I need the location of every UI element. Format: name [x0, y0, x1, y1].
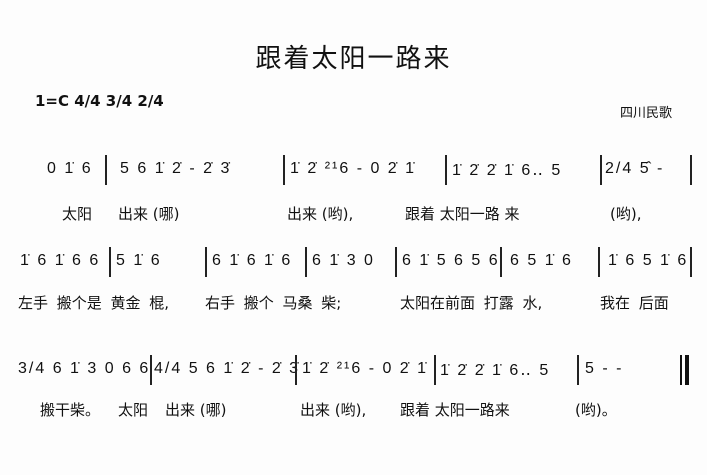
- measure: 1̇ 6 5 1̇ 6: [608, 252, 689, 269]
- barline: [295, 355, 297, 385]
- measure: 5 - -: [585, 360, 624, 377]
- lyric: 我在 后面: [600, 294, 669, 312]
- measure: 6 5 1̇ 6: [510, 252, 573, 269]
- lyric: (哟)。: [575, 401, 617, 419]
- measure: 6 1̇ 6 1̇ 6: [212, 252, 293, 269]
- key-signature: 1=C 4/4 3/4 2/4: [35, 92, 164, 110]
- barline: [690, 247, 692, 277]
- lyric: 出来 (哟),: [300, 401, 367, 419]
- measure: 6 1̇ 5 6 5 6: [402, 252, 500, 269]
- measure: 0 1̇ 6: [47, 160, 93, 177]
- final-barline-thick: [685, 355, 689, 385]
- measure: 2/4 5̂ -: [605, 160, 665, 177]
- lyric: 跟着 太阳一路来: [400, 401, 510, 419]
- measure: 5 1̇ 6: [116, 252, 162, 269]
- song-origin: 四川民歌: [620, 106, 673, 121]
- barline: [105, 155, 107, 185]
- measure: 6 1̇ 3 0: [312, 252, 375, 269]
- barline: [598, 247, 600, 277]
- barline: [109, 247, 111, 277]
- barline: [500, 247, 502, 277]
- song-title: 跟着太阳一路来: [255, 44, 452, 74]
- barline: [577, 355, 579, 385]
- measure: 3/4 6 1̇ 3 0 6 6: [18, 360, 151, 377]
- barline: [690, 155, 692, 185]
- lyric: 太阳在前面 打露 水,: [400, 294, 543, 312]
- lyric: 跟着 太阳一路 来: [405, 205, 520, 223]
- measure: 1̇ 2̇ ²¹6 - 0 2̇ 1̇: [302, 360, 429, 377]
- barline: [600, 155, 602, 185]
- lyric: 左手 搬个是 黄金 棍,: [18, 294, 170, 312]
- measure: 5 6 1̇ 2̇ - 2̇ 3̇: [120, 160, 232, 177]
- lyric: 太阳: [118, 401, 149, 419]
- lyric: 右手 搬个 马桑 柴;: [205, 294, 342, 312]
- barline: [434, 355, 436, 385]
- lyric: 搬干柴。: [40, 401, 101, 419]
- measure: 1̇ 2̇ 2̇ 1̇ 6‥ 5: [440, 362, 551, 379]
- barline: [283, 155, 285, 185]
- measure: 1̇ 6 1̇ 6 6: [20, 252, 101, 269]
- lyric: (哟),: [610, 205, 642, 223]
- lyric: 出来 (哪): [165, 401, 227, 419]
- barline: [445, 155, 447, 185]
- measure: 4/4 5 6 1̇ 2̇ - 2̇ 3̇: [154, 360, 301, 377]
- final-barline-thin: [680, 355, 682, 385]
- barline: [395, 247, 397, 277]
- barline: [305, 247, 307, 277]
- measure: 1̇ 2̇ ²¹6 - 0 2̇ 1̇: [290, 160, 417, 177]
- lyric: 出来 (哟),: [287, 205, 354, 223]
- lyric: 出来 (哪): [118, 205, 180, 223]
- lyric: 太阳: [62, 205, 93, 223]
- barline: [150, 355, 152, 385]
- barline: [205, 247, 207, 277]
- measure: 1̇ 2̇ 2̇ 1̇ 6‥ 5: [452, 162, 563, 179]
